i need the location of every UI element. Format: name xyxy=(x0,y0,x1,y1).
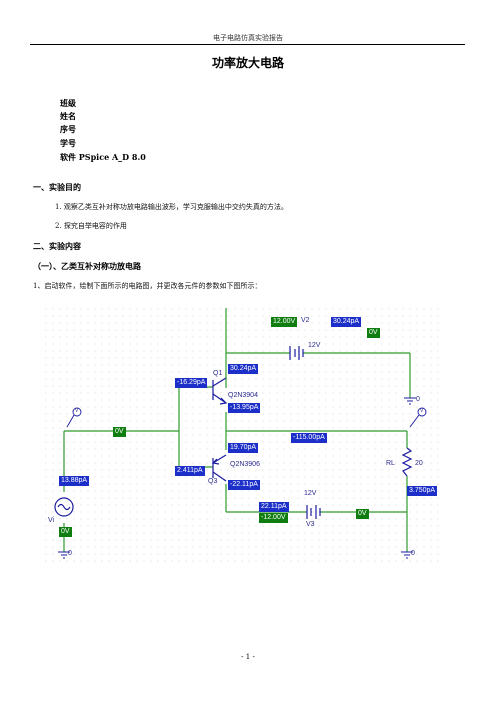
voltage-tag-v3-minus: -12.00V xyxy=(259,513,288,523)
current-tag-q1-collector: 30.24pA xyxy=(228,364,259,374)
voltage-tag-input: 0V xyxy=(113,427,126,437)
current-tag-q1-emitter: -13.95pA xyxy=(228,403,261,413)
current-tag-v2: 30.24pA xyxy=(331,317,362,327)
label-rl-value: 20 xyxy=(415,460,423,467)
label-q1-model: Q2N3904 xyxy=(228,392,258,399)
label-q3: Q3 xyxy=(208,478,218,485)
field-class: 班级 xyxy=(60,98,76,108)
circuit-schematic: V V 12.00V 0V 0V 0V -12.00V 0V 30.24pA 3… xyxy=(45,308,441,562)
page-number: - 1 - xyxy=(241,653,255,661)
field-seq: 序号 xyxy=(60,124,76,134)
current-tag-rl: 3.750pA xyxy=(407,486,438,496)
schematic-drawing xyxy=(45,308,441,562)
probe-label-output: V xyxy=(420,408,424,414)
label-v2: V2 xyxy=(301,317,310,324)
purpose-item-1: 1. 观察乙类互补对称功放电路输出波形，学习克服输出中交约失真的方法。 xyxy=(55,203,288,211)
purpose-item-2: 2. 探究自举电容的作用 xyxy=(55,222,127,230)
label-v3: V3 xyxy=(306,521,315,528)
components xyxy=(54,346,413,519)
current-tag-vi: 13.88pA xyxy=(59,476,90,486)
voltage-tag-v2-plus: 12.00V xyxy=(271,317,298,327)
grid-background xyxy=(45,308,441,562)
current-tag-v3: 22.11pA xyxy=(259,502,289,512)
label-rl: RL xyxy=(386,460,395,467)
page-title: 功率放大电路 xyxy=(211,56,284,70)
field-name: 姓名 xyxy=(60,111,76,121)
label-v3-value: 12V xyxy=(304,490,317,497)
label-vi: Vi xyxy=(48,517,55,524)
current-tag-q3-base: 2.411pA xyxy=(175,466,205,476)
current-tag-output: -115.00pA xyxy=(291,433,327,443)
subsection-heading: （一）、乙类互补对称功放电路 xyxy=(33,261,141,271)
probe-icons xyxy=(66,407,427,428)
voltage-tag-v3-ground: 0V xyxy=(356,509,369,519)
field-student-id: 学号 xyxy=(60,138,76,148)
current-tag-q3-emitter: 19.70pA xyxy=(228,443,259,453)
wires xyxy=(63,308,411,552)
running-header: 电子电路仿真实验报告 xyxy=(213,34,283,42)
ground-label-vi: 0 xyxy=(68,550,72,557)
ground-symbols xyxy=(58,397,416,559)
label-q3-model: Q2N3906 xyxy=(230,461,260,468)
voltage-tag-vi-ground: 0V xyxy=(59,527,72,537)
current-tag-q1-base: -16.29pA xyxy=(175,378,208,388)
section-purpose-heading: 一、实验目的 xyxy=(33,182,81,192)
step-1-text: 1、启动软件，绘制下面所示的电路图，并更改各元件的参数如下图所示： xyxy=(33,282,262,290)
ground-label-rl: 0 xyxy=(411,550,415,557)
header-rule xyxy=(30,44,465,45)
field-software: 软件 PSpice A_D 8.0 xyxy=(60,152,146,162)
label-v2-value: 12V xyxy=(308,342,321,349)
current-tag-q3-collector: -22.11pA xyxy=(228,480,260,490)
voltage-tag-v2-ground: 0V xyxy=(367,328,380,338)
ground-label-v2: 0 xyxy=(416,396,420,403)
section-content-heading: 二、实验内容 xyxy=(33,241,81,251)
label-q1: Q1 xyxy=(213,370,223,377)
probe-label-input: V xyxy=(75,408,79,414)
